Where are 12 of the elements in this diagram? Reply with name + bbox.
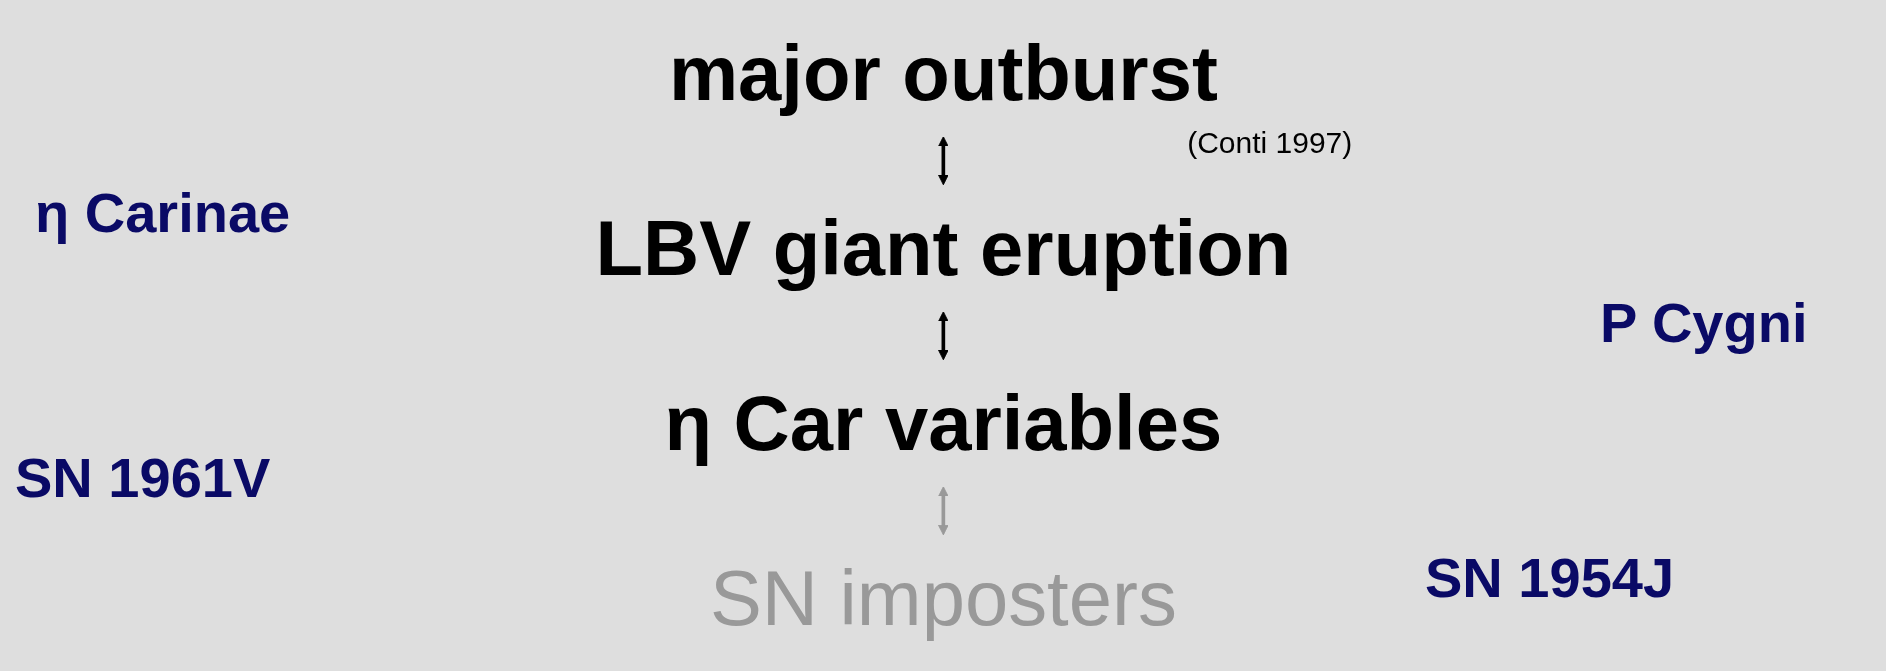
node-text: SN imposters <box>709 554 1177 642</box>
node-text: major outburst <box>668 29 1218 117</box>
arrow <box>937 486 949 536</box>
citation-text: (Conti 1997) <box>1187 126 1353 161</box>
object-name: P Cygni <box>1600 290 1808 355</box>
arrow <box>937 311 949 361</box>
node-text: LBV giant eruption <box>595 204 1291 292</box>
object-name: SN 1961V <box>15 445 271 510</box>
object-name: SN 1954J <box>1425 545 1675 610</box>
object-name: η Carinae <box>35 180 291 245</box>
node-text: η Car variables <box>664 379 1222 467</box>
arrow <box>937 136 949 186</box>
